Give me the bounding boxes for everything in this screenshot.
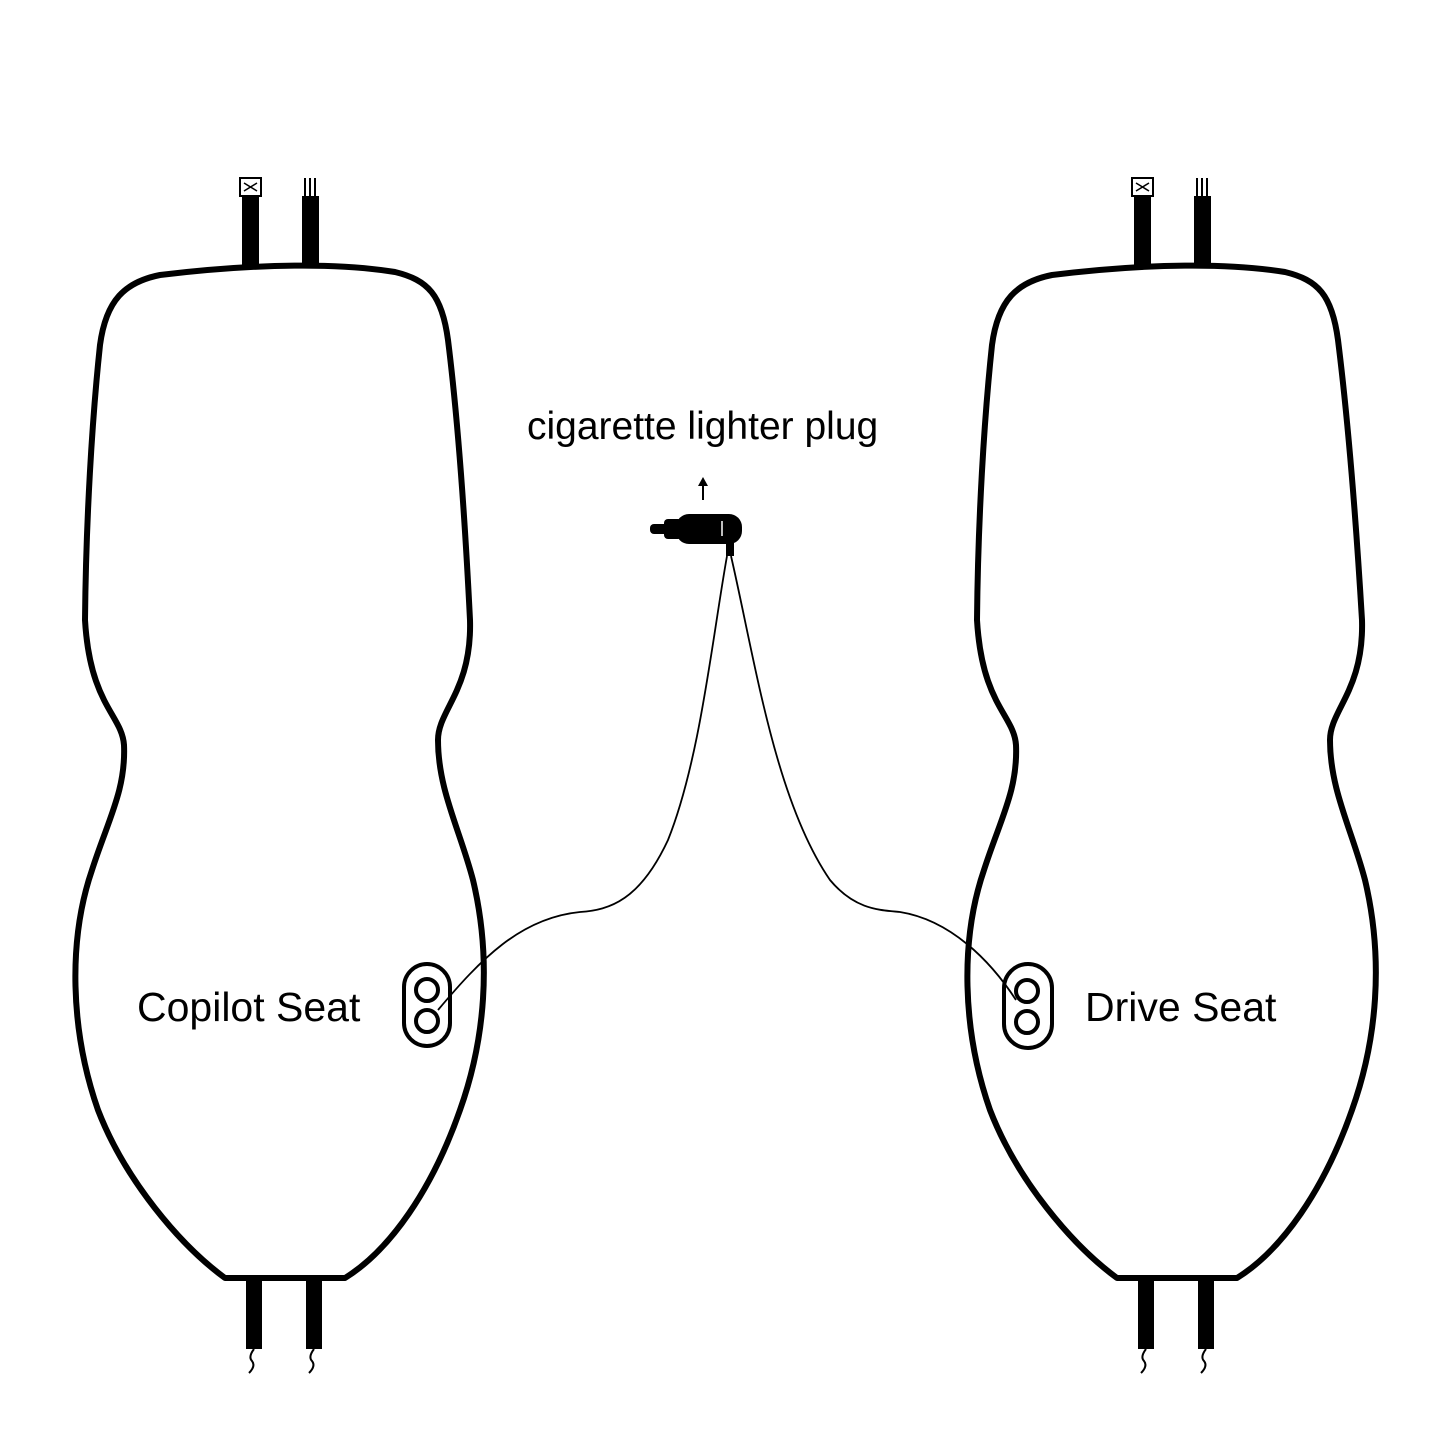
arrow-up-icon (698, 477, 708, 500)
drive-top-connectors (1131, 177, 1211, 266)
copilot-top-connectors (239, 177, 319, 266)
copilot-seat-outline (72, 262, 487, 1281)
drive-seat-outline (964, 262, 1379, 1281)
copilot-wire (437, 555, 728, 1011)
cigarette-lighter-plug-label: cigarette lighter plug (527, 405, 879, 448)
cigarette-lighter-plug-icon (650, 514, 742, 556)
drive-wire (730, 555, 1017, 1001)
drive-switch (1002, 962, 1054, 1050)
drive-seat-label: Drive Seat (1085, 984, 1277, 1030)
copilot-bottom-connectors (246, 1281, 322, 1374)
drive-seat (964, 177, 1379, 1374)
copilot-seat (72, 177, 487, 1374)
drive-bottom-connectors (1138, 1281, 1214, 1374)
copilot-seat-label: Copilot Seat (137, 984, 361, 1030)
copilot-switch (402, 962, 452, 1048)
